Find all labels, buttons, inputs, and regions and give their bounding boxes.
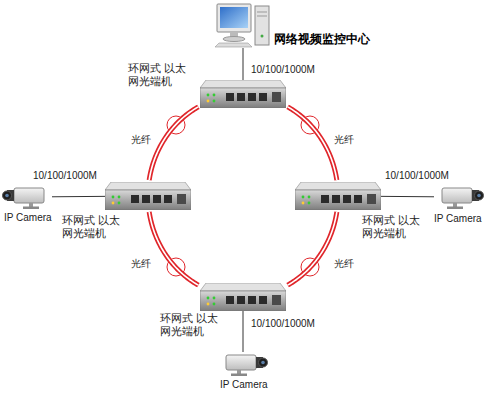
speed-label: 10/100/1000M xyxy=(384,170,450,182)
fiber-transceiver-icon xyxy=(105,182,191,210)
fiber-transceiver: 环网式 以太网光端机 xyxy=(105,182,191,210)
fiber-transceiver: 环网式 以太网光端机 xyxy=(200,283,286,311)
ethernet-link xyxy=(243,311,244,352)
ip-camera-icon xyxy=(218,352,268,376)
ethernet-link xyxy=(243,311,244,352)
ip-camera: IP Camera xyxy=(2,185,52,209)
monitoring-center-pc-icon xyxy=(215,2,271,48)
fiber-transceiver-icon xyxy=(200,283,286,311)
camera-label: IP Camera xyxy=(220,379,268,391)
fiber-transceiver-icon xyxy=(200,283,286,311)
device-label: 环网式 以太网光端机 xyxy=(62,214,130,240)
fiber-ring-segment xyxy=(149,107,198,180)
fiber-transceiver: 环网式 以太网光端机 xyxy=(200,80,286,108)
device-label: 环网式 以太网光端机 xyxy=(128,62,196,88)
monitoring-center-pc: 网络视频监控中心 xyxy=(215,2,271,48)
ethernet-link xyxy=(243,48,244,80)
fiber-transceiver-icon xyxy=(200,80,286,108)
fiber-ring-segment xyxy=(149,107,198,180)
ethernet-link xyxy=(381,196,434,197)
fiber-transceiver: 环网式 以太网光端机 xyxy=(295,182,381,210)
fiber-ring-segment xyxy=(149,212,198,285)
fiber-ring-segment xyxy=(288,107,337,180)
speed-label: 10/100/1000M xyxy=(250,318,316,330)
ip-camera-icon xyxy=(2,185,52,209)
fiber-ring-segment xyxy=(149,107,198,180)
fiber-ring-segment xyxy=(288,107,337,180)
fiber-label: 光纤 xyxy=(130,258,152,270)
fiber-label: 光纤 xyxy=(333,134,355,146)
fiber-ring-segment xyxy=(288,212,337,285)
fiber-label: 光纤 xyxy=(333,258,355,270)
center-title: 网络视频监控中心 xyxy=(274,32,370,46)
ethernet-link xyxy=(52,196,105,197)
ip-camera-icon xyxy=(226,355,268,376)
ip-camera: IP Camera xyxy=(218,352,268,376)
fiber-transceiver-icon xyxy=(105,182,191,210)
fiber-transceiver-icon xyxy=(295,182,381,210)
ethernet-link xyxy=(381,196,434,197)
ethernet-link xyxy=(52,196,105,197)
ip-camera-icon xyxy=(434,185,484,209)
speed-label: 10/100/1000M xyxy=(250,64,316,76)
device-label: 环网式 以太网光端机 xyxy=(362,214,430,240)
fiber-label: 光纤 xyxy=(130,134,152,146)
fiber-ring-segment xyxy=(288,107,337,180)
camera-label: IP Camera xyxy=(4,212,52,224)
camera-label: IP Camera xyxy=(434,213,482,225)
fiber-ring-segment xyxy=(288,212,337,285)
ip-camera-icon xyxy=(442,188,484,209)
ip-camera-icon xyxy=(3,188,45,209)
speed-label: 10/100/1000M xyxy=(32,170,98,182)
fiber-transceiver-icon xyxy=(200,80,286,108)
fiber-ring-segment xyxy=(149,212,198,285)
ethernet-link xyxy=(243,48,244,80)
fiber-ring-segment xyxy=(149,212,198,285)
device-label: 环网式 以太网光端机 xyxy=(160,312,228,338)
fiber-transceiver-icon xyxy=(295,182,381,210)
fiber-ring-segment xyxy=(288,212,337,285)
ip-camera: IP Camera xyxy=(434,185,484,209)
monitoring-center-pc-icon xyxy=(215,4,269,47)
